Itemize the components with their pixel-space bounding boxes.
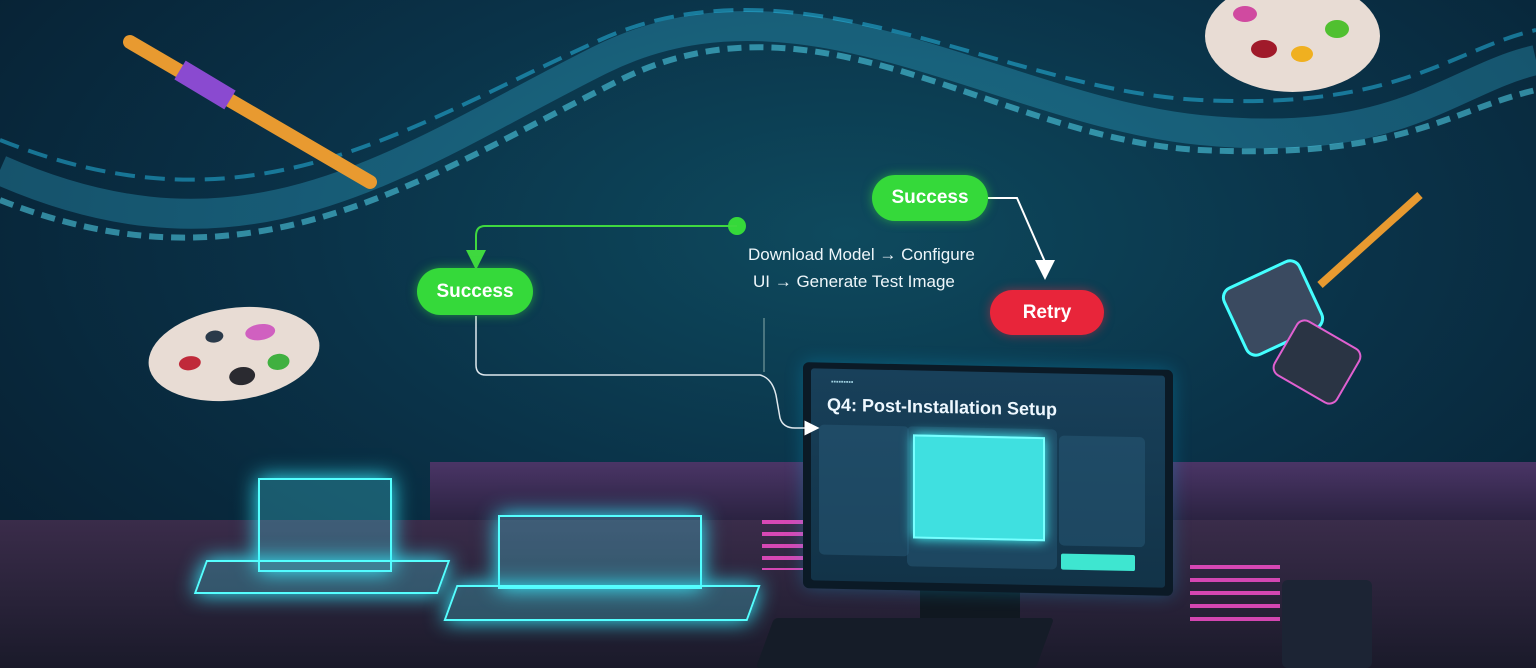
- paint-palette-right: [1205, 0, 1380, 92]
- flow-step-line-1: Download Model → Configure: [748, 245, 975, 264]
- monitor-stand: [920, 590, 1020, 620]
- neon-lights-left: [762, 520, 806, 570]
- flow-step-text: Download Model → Configure UI → Generate…: [748, 241, 975, 295]
- neon-lights: [1190, 565, 1280, 625]
- retry-node: Retry: [990, 290, 1104, 335]
- flow-step-line-2: UI → Generate Test Image: [753, 272, 955, 291]
- connector-start-to-success: [466, 225, 737, 270]
- success-node-left: Success: [417, 268, 533, 315]
- connector-success-to-retry: [988, 197, 1055, 280]
- hologram-building: [498, 515, 702, 589]
- success-node-right: Success: [872, 175, 988, 221]
- connector-success-to-monitor: [475, 316, 820, 436]
- hologram-cube: [258, 478, 392, 572]
- pencil-cup: [1282, 580, 1372, 668]
